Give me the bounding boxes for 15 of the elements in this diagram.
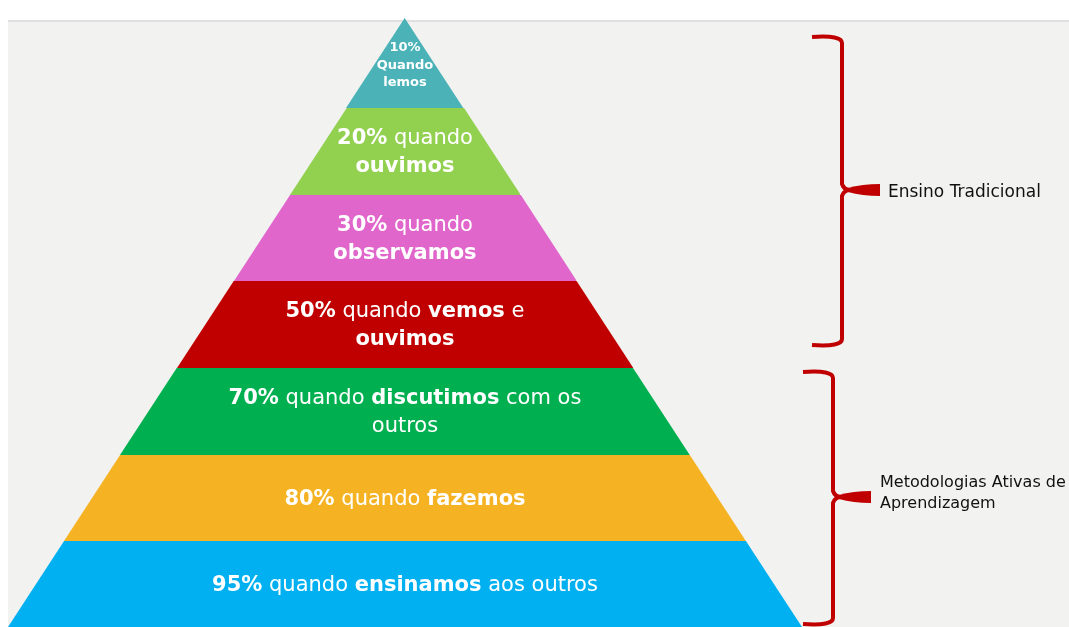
band-text: 80% quando fazemos xyxy=(284,485,526,512)
pyramid-band xyxy=(8,541,802,627)
band-text: 95% quando ensinamos aos outros xyxy=(212,571,598,598)
band-text: 10% Quando lemos xyxy=(375,38,435,91)
pyramid-band xyxy=(233,195,577,281)
bracket-label: Ensino Tradicional xyxy=(888,180,1042,203)
pyramid-band xyxy=(64,455,746,541)
band-text: 30% quando observamos xyxy=(332,210,478,266)
band-text: 20% quando ouvimos xyxy=(336,124,474,180)
band-text: 50% quando vemos e ouvimos xyxy=(284,297,526,353)
band-text: 70% quando discutimos com os outros xyxy=(227,384,583,440)
bracket-label: Metodologias Ativas de Aprendizagem xyxy=(880,472,1067,514)
pyramid-band xyxy=(176,281,634,368)
pyramid-band xyxy=(346,18,464,108)
pyramid-band xyxy=(289,108,521,195)
